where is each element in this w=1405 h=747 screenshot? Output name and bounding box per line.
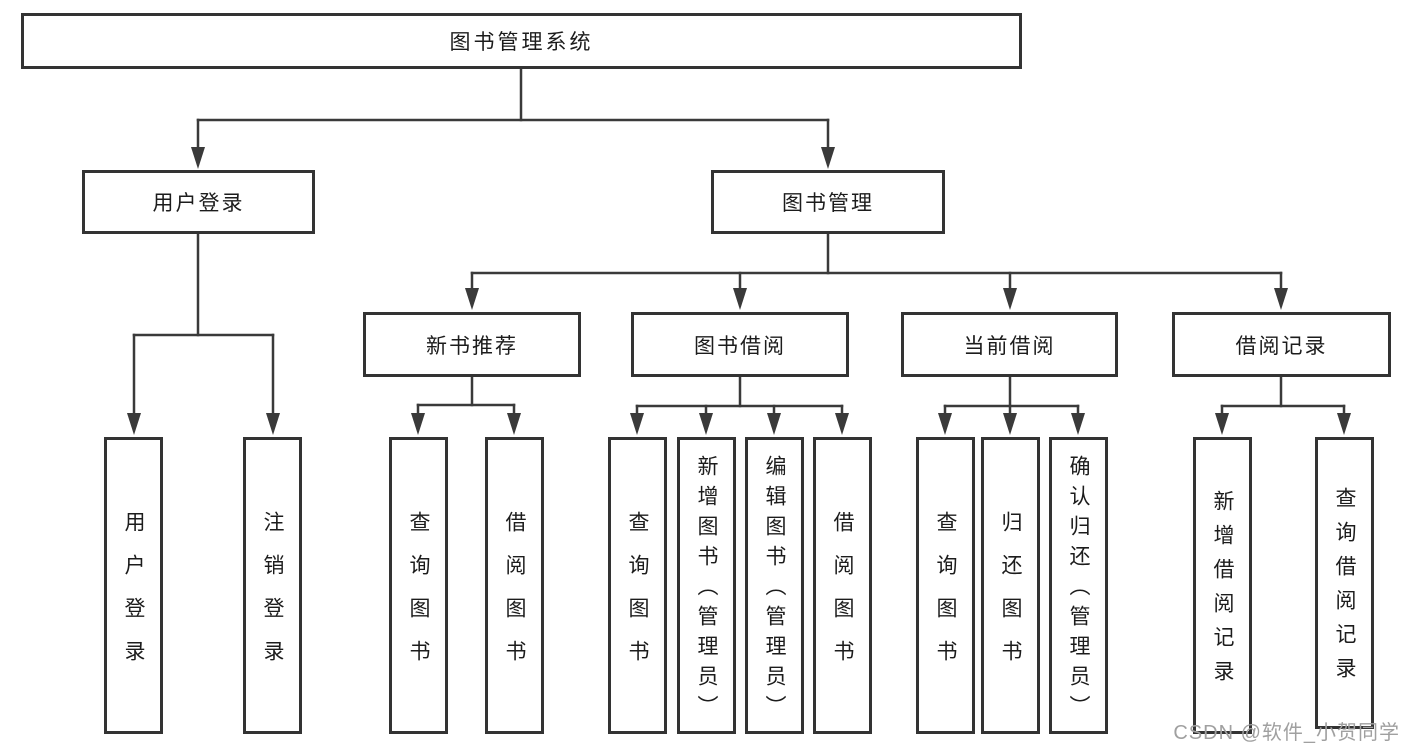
arrow-down-icon (1003, 413, 1017, 435)
arrow-down-icon (411, 413, 425, 435)
node-book-borrow-label: 图书借阅 (694, 334, 786, 358)
node-root: 图书管理系统 (21, 13, 1022, 69)
leaf-label: 新增图书（管理员） (695, 454, 718, 725)
arrow-down-icon (767, 413, 781, 435)
arrow-down-icon (507, 413, 521, 435)
leaf-label: 借阅图书 (503, 510, 526, 683)
leaf-label: 编辑图书（管理员） (763, 454, 786, 725)
leaf-label: 确认归还（管理员） (1067, 454, 1090, 725)
node-root-label: 图书管理系统 (449, 31, 594, 54)
arrow-down-icon (835, 413, 849, 435)
node-borrow-records: 借阅记录 (1172, 312, 1391, 377)
node-book-management-label: 图书管理 (782, 192, 874, 215)
node-user-login: 用户登录 (82, 170, 315, 234)
arrow-down-icon (1071, 413, 1085, 435)
arrow-down-icon (733, 288, 747, 310)
arrow-down-icon (127, 413, 141, 435)
leaf-add-borrow-record: 新增借阅记录 (1193, 437, 1252, 734)
leaf-label: 查询借阅记录 (1333, 487, 1356, 691)
leaf-query-borrow-record: 查询借阅记录 (1315, 437, 1374, 729)
leaf-add-books-admin: 新增图书（管理员） (677, 437, 736, 734)
node-book-management: 图书管理 (711, 170, 945, 234)
arrow-down-icon (1337, 413, 1351, 435)
watermark: CSDN @软件_小贺同学 (1173, 722, 1400, 744)
arrow-down-icon (1274, 288, 1288, 310)
node-current-borrow-label: 当前借阅 (963, 334, 1056, 358)
arrow-down-icon (465, 288, 479, 310)
node-borrow-records-label: 借阅记录 (1235, 334, 1328, 358)
leaf-confirm-return-admin: 确认归还（管理员） (1049, 437, 1108, 734)
leaf-query-books: 查询图书 (608, 437, 667, 734)
arrow-down-icon (1003, 288, 1017, 310)
leaf-edit-books-admin: 编辑图书（管理员） (745, 437, 804, 734)
leaf-label: 归还图书 (999, 510, 1022, 683)
arrow-down-icon (266, 413, 280, 435)
node-current-borrow: 当前借阅 (901, 312, 1118, 377)
arrow-down-icon (191, 147, 205, 169)
node-user-login-label: 用户登录 (152, 192, 245, 215)
leaf-label: 查询图书 (626, 510, 649, 683)
node-new-book-recommend-label: 新书推荐 (426, 334, 518, 358)
leaf-label: 查询图书 (407, 510, 430, 683)
node-book-borrow: 图书借阅 (631, 312, 849, 377)
leaf-return-books: 归还图书 (981, 437, 1040, 734)
arrow-down-icon (821, 147, 835, 169)
leaf-label: 查询图书 (934, 510, 957, 683)
leaf-borrow-books: 借阅图书 (813, 437, 872, 734)
arrow-down-icon (630, 413, 644, 435)
leaf-query-books-current: 查询图书 (916, 437, 975, 734)
arrow-down-icon (938, 413, 952, 435)
leaf-label: 借阅图书 (831, 510, 854, 683)
leaf-logout: 注销登录 (243, 437, 302, 734)
leaf-label: 用户登录 (122, 510, 145, 683)
leaf-label: 注销登录 (261, 510, 284, 683)
arrow-down-icon (699, 413, 713, 435)
arrow-down-icon (1215, 413, 1229, 435)
leaf-user-login: 用户登录 (104, 437, 163, 734)
leaf-query-books-recommend: 查询图书 (389, 437, 448, 734)
node-new-book-recommend: 新书推荐 (363, 312, 581, 377)
leaf-borrow-books-recommend: 借阅图书 (485, 437, 544, 734)
leaf-label: 新增借阅记录 (1211, 489, 1234, 694)
